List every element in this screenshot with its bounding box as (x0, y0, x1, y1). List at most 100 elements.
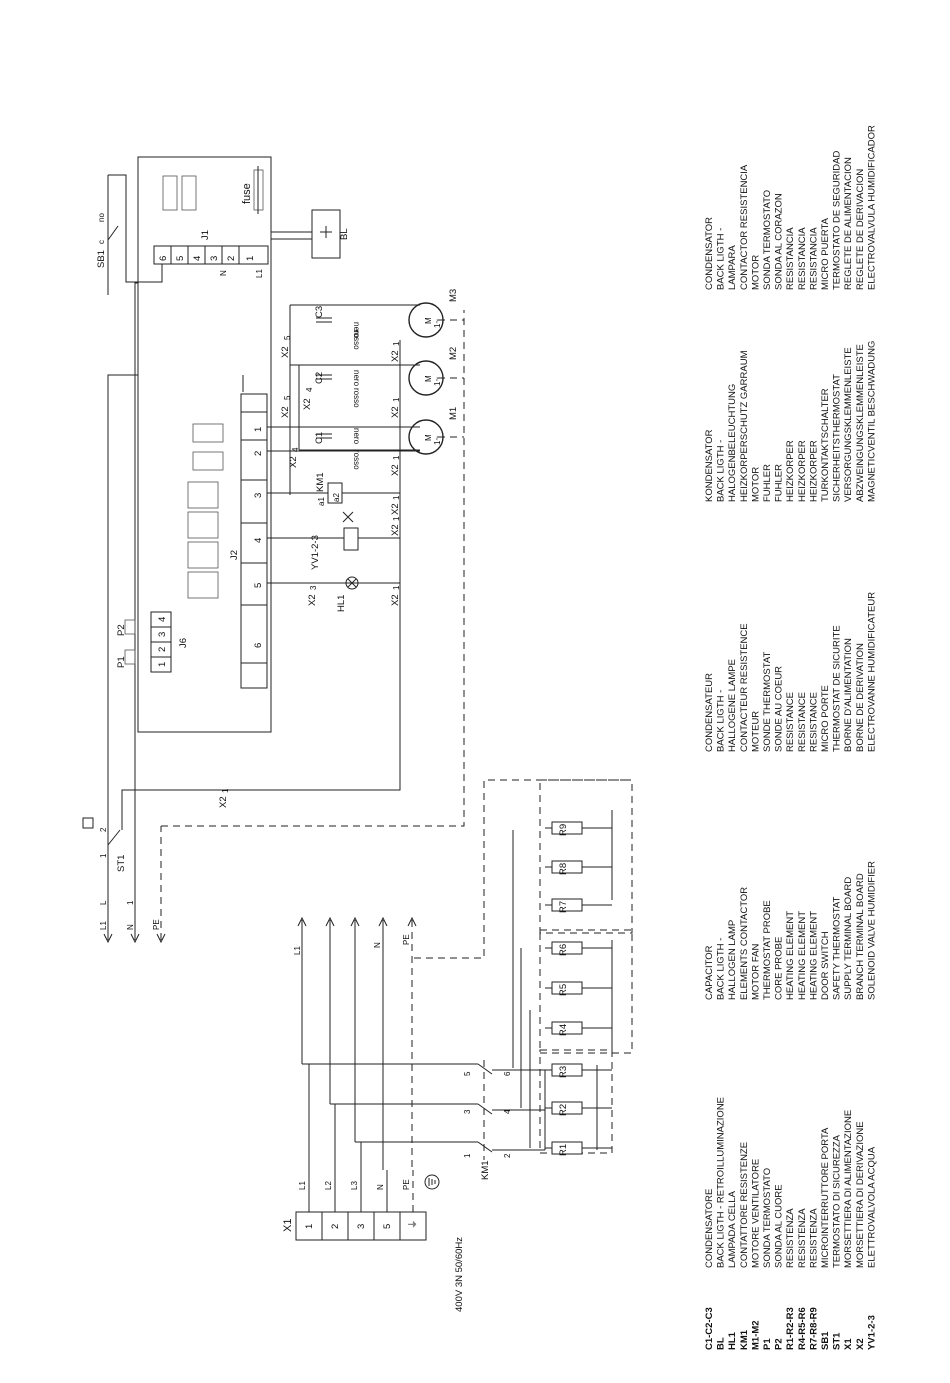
m3-label: M3 (448, 289, 459, 302)
km1-contact-3: 3 (463, 1109, 472, 1114)
km1-contactor-label: KM1 (480, 1160, 491, 1180)
legend-de-4: MOTOR (750, 467, 761, 502)
m2-sub: 1~ (433, 377, 442, 386)
wire-l3-label: L3 (350, 1181, 359, 1190)
probe-p1: P1 (116, 656, 127, 668)
j1-pin-6: 6 (158, 256, 169, 261)
x1-terminal-3: 3 (356, 1224, 367, 1229)
legend-it-10: MICROINTERRUTTORE PORTA (820, 1127, 831, 1268)
legend-es-3: CONTACTOR RESISTENCIA (739, 164, 750, 290)
legend-de-5: FUHLER (762, 464, 773, 502)
input-l1-label: L1 (99, 921, 108, 930)
km1-contact-4: 4 (503, 1109, 512, 1114)
cap-c3: C3 (314, 306, 325, 318)
legend-fr-7: RESISTANCE (785, 692, 796, 752)
m1-sub: 1~ (433, 436, 442, 445)
wire-pe-label: PE (402, 1179, 411, 1190)
resistor-label-r6: R6 (558, 944, 569, 956)
legend-it-14: ELETTROVALVOLA ACQUA (866, 1146, 877, 1268)
legend-codes-12: X1 (843, 1338, 854, 1350)
j2-pin-3: 3 (253, 493, 264, 498)
legend-fr-11: THERMOSTAT DE SICURITE (832, 625, 843, 752)
legend-de-10: TURKONTAKTSCHALTER (820, 388, 831, 502)
legend-fr-14: ELECTROVANNE HUMIDIFICATEUR (866, 592, 877, 752)
legend-de-8: HEIZKORPER (797, 440, 808, 502)
legend-codes-13: X2 (855, 1338, 866, 1350)
m2-sym: M (424, 375, 433, 382)
legend-es-12: REGLETE DE ALIMENTACION (843, 157, 854, 290)
sb1-c: c (97, 240, 106, 244)
x2-m2-c: X2 (390, 406, 401, 418)
legend-en-9: HEATING ELEMENT (808, 911, 819, 1000)
x2-m3-b-sub: 1 (392, 341, 401, 346)
legend-es-7: RESISTANCIA (785, 227, 796, 290)
legend-codes-14: YV1-2-3 (866, 1315, 877, 1350)
legend-fr-10: MICRO PORTE (820, 685, 831, 752)
sb1-no: no (97, 213, 106, 222)
j6-pin-1: 1 (157, 662, 168, 667)
legend-es-0: CONDENSATOR (704, 217, 715, 290)
legend-en-6: CORE PROBE (774, 937, 785, 1000)
legend-it-2: LAMPADA CELLA (727, 1190, 738, 1268)
legend-de-3: HEIZKORPERSCHUTZ GARRAUM (739, 350, 750, 502)
voltage-label: 400V 3N 50/60Hz (454, 1237, 465, 1312)
x2-coil-label-b: X2 (390, 503, 401, 515)
wire-l1-label: L1 (298, 1181, 307, 1190)
x1-label: X1 (282, 1219, 294, 1232)
x2-m2-b-sub: 4 (305, 387, 314, 392)
legend-codes-11: ST1 (832, 1332, 843, 1350)
legend-en-14: SOLENOID VALVE HUMIDIFIER (866, 861, 877, 1000)
m2-nero: nero (352, 370, 361, 387)
j1-pin-1: 1 (245, 256, 256, 261)
m1-sym: M (424, 434, 433, 441)
km1-contact-2: 2 (503, 1153, 512, 1158)
x2-m1-b: X2 (390, 464, 401, 476)
input-n-label: N (126, 924, 135, 930)
x2-coil-sub: 1 (392, 516, 401, 521)
m1-nero: nero (352, 428, 361, 445)
legend-fr-4: MOTEUR (750, 711, 761, 752)
legend-en-1: BACK LIGTH - (716, 938, 727, 1000)
legend-codes-6: P2 (774, 1338, 785, 1350)
legend-it-3: CONTATTORE RESISTENZE (739, 1142, 750, 1268)
j2-pin-4: 4 (253, 538, 264, 543)
legend-en-7: HEATING ELEMENT (785, 911, 796, 1000)
j1-pin-2: 2 (226, 256, 237, 261)
earth-symbol (424, 1174, 440, 1190)
yv-label: YV1-2-3 (310, 535, 321, 570)
legend-fr-2: HALLOGENE LAMPE (727, 659, 738, 752)
m1-label: M1 (448, 407, 459, 420)
legend-codes-4: M1-M2 (750, 1320, 761, 1350)
cap-c1: C1 (314, 432, 325, 444)
legend-fr-3: CONTACTEUR RESISTENCE (739, 623, 750, 752)
x2-coil-label: X2 (390, 524, 401, 536)
legend-en-13: BRANCH TERMINAL BOARD (855, 873, 866, 1000)
km1-coil-label: KM1 (315, 472, 326, 492)
legend-en-3: ELEMENTS CONTACTOR (739, 887, 750, 1000)
legend-fr-5: SONDE THERMOSTAT (762, 652, 773, 752)
cap-c2: C2 (314, 372, 325, 384)
j2-connector (240, 393, 268, 689)
control-board: fuse J1 6 5 4 3 2 1 N L1 1 2 3 4 5 6 J2 (116, 156, 272, 733)
x2-m2-c-sub: 1 (392, 397, 401, 402)
x1-terminal-5: 5 (382, 1224, 393, 1229)
x2-door-label: X2 (218, 796, 229, 808)
legend-en-8: HEATING ELEMENT (797, 911, 808, 1000)
probe-p2: P2 (116, 624, 127, 636)
legend-es-2: LAMPARA (727, 245, 738, 290)
x2-m3-a-sub: 5 (283, 335, 292, 340)
legend-de-0: KONDENSATOR (704, 429, 715, 502)
j6-pin-4: 4 (157, 617, 168, 622)
sb1-backlight: SB1 c no BL (96, 174, 350, 295)
legend-it-8: RESISTENZA (797, 1208, 808, 1268)
j6-pin-3: 3 (157, 632, 168, 637)
supply-section: X1 1 2 3 5 ⏚ L1 L2 L3 N PE 400V 3N 50/60… (282, 916, 465, 1312)
legend-it-7: RESISTENZA (785, 1208, 796, 1268)
m3-rosso: rosso (352, 330, 361, 350)
j1-sub-n: N (219, 270, 228, 276)
legend-codes-8: R4-R5-R6 (797, 1307, 808, 1350)
legend-it-1: BACK LIGTH - RETROILLUMINAZIONE (716, 1097, 727, 1268)
km1-contact-6: 6 (503, 1071, 512, 1076)
legend-fr-13: BORNE DE DERIVATION (855, 643, 866, 752)
legend-en-11: SAFETY THERMOSTAT (832, 897, 843, 1000)
